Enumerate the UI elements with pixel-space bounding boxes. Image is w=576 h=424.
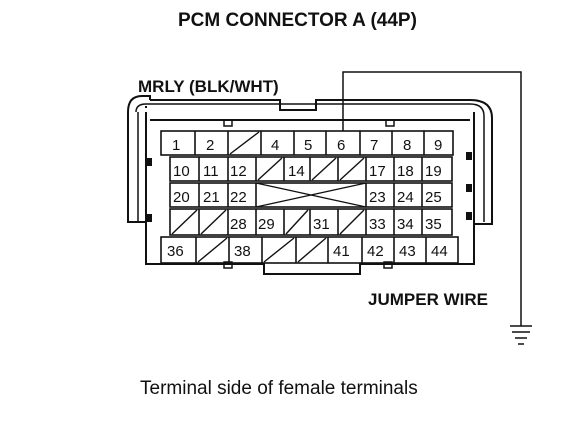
wire-label: MRLY (BLK/WHT): [138, 77, 279, 96]
terminal-43: 43: [399, 243, 416, 260]
terminal-20: 20: [173, 189, 190, 206]
terminal-23: 23: [369, 189, 386, 206]
terminal-9: 9: [434, 137, 442, 154]
terminal-8: 8: [403, 137, 411, 154]
terminal-7: 7: [370, 137, 378, 154]
terminal-44: 44: [431, 243, 448, 260]
empty-slot-marks: [171, 131, 367, 263]
cell-dividers: [194, 131, 427, 263]
ground-icon: [512, 331, 530, 345]
terminal-29: 29: [258, 216, 275, 233]
terminal-14: 14: [288, 163, 305, 180]
terminal-4: 4: [271, 137, 279, 154]
connector-housing: [127, 95, 493, 275]
terminal-21: 21: [203, 189, 220, 206]
terminal-36: 36: [167, 243, 184, 260]
jumper-wire: [342, 71, 532, 327]
terminal-22: 22: [230, 189, 247, 206]
terminal-38: 38: [234, 243, 251, 260]
terminal-41: 41: [333, 243, 350, 260]
terminal-2: 2: [206, 137, 214, 154]
terminal-42: 42: [367, 243, 384, 260]
terminal-33: 33: [369, 216, 386, 233]
terminal-25: 25: [425, 189, 442, 206]
terminal-6: 6: [337, 137, 345, 154]
terminal-grid: [160, 130, 459, 264]
terminal-31: 31: [313, 216, 330, 233]
diagram-title: PCM CONNECTOR A (44P): [178, 10, 417, 31]
terminal-10: 10: [173, 163, 190, 180]
terminal-19: 19: [425, 163, 442, 180]
diagram-caption: Terminal side of female terminals: [140, 378, 418, 399]
jumper-wire-label: JUMPER WIRE: [368, 290, 488, 309]
connector-tabs: [146, 119, 472, 269]
terminal-35: 35: [425, 216, 442, 233]
terminal-12: 12: [230, 163, 247, 180]
terminal-34: 34: [397, 216, 414, 233]
terminal-1: 1: [172, 137, 180, 154]
terminal-28: 28: [230, 216, 247, 233]
terminal-11: 11: [203, 163, 219, 180]
terminal-5: 5: [304, 137, 312, 154]
terminal-24: 24: [397, 189, 414, 206]
terminal-17: 17: [369, 163, 386, 180]
terminal-labels: 1 2 4 5 6 7 8 9 10 11 12 14 17 18 19 20 …: [167, 137, 448, 260]
terminal-18: 18: [397, 163, 414, 180]
